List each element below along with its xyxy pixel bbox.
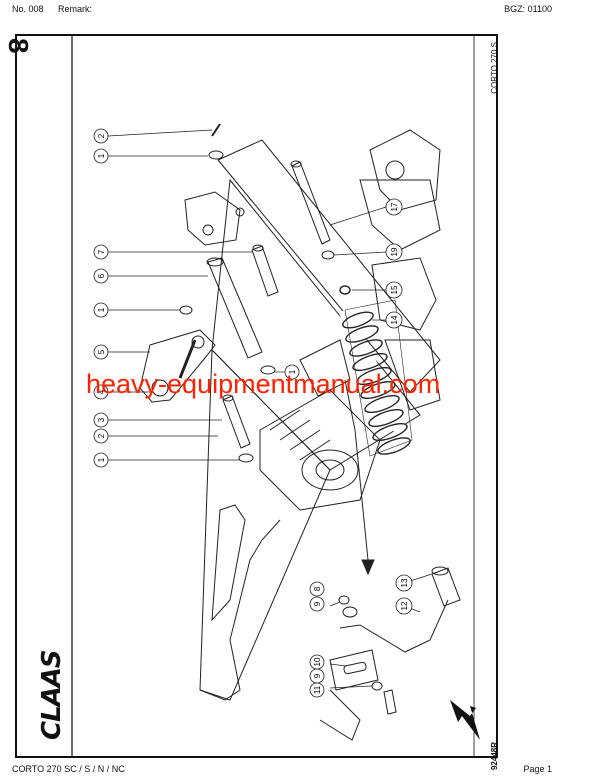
callout-label: 6 xyxy=(97,273,106,278)
watermark: heavy-equipmentmanual.com xyxy=(86,369,441,399)
claas-logo: CLAAS xyxy=(36,634,67,742)
callout-label: 7 xyxy=(97,249,106,254)
callout-bubble: 12 xyxy=(395,597,413,615)
callout-bubble: 8 xyxy=(309,581,325,597)
callout-bubble: 1 xyxy=(93,148,109,164)
lower-parts-drawing xyxy=(319,566,461,741)
callout-label: 4 xyxy=(97,389,106,394)
callout-bubble: 7 xyxy=(93,244,109,260)
document-number: No. 008 xyxy=(12,4,44,14)
callouts-left: 2 1 7 6 1 5 4 3 2 1 xyxy=(93,128,109,468)
callout-label: 2 xyxy=(97,133,106,138)
callout-label: 12 xyxy=(400,601,409,610)
callout-label: 9 xyxy=(313,601,322,606)
callout-bubble: 13 xyxy=(395,574,413,592)
callout-label: 1 xyxy=(97,153,106,158)
callout-bubble: 9 xyxy=(309,596,325,612)
callout-bubble: 4 xyxy=(93,384,109,400)
callout-label: 11 xyxy=(313,685,322,694)
callout-label: 1 xyxy=(97,457,106,462)
callout-bubble: 2 xyxy=(93,428,109,444)
callouts-right: 17 19 15 14 1 xyxy=(284,198,403,380)
callout-bubble: 19 xyxy=(385,243,403,261)
callout-label: 10 xyxy=(313,657,322,666)
callout-label: 2 xyxy=(97,433,106,438)
callout-bubble: 2 xyxy=(93,128,109,144)
callout-bubble: 1 xyxy=(93,302,109,318)
callout-bubble: 11 xyxy=(309,682,325,698)
callout-label: 3 xyxy=(97,417,106,422)
footer-page: Page 1 xyxy=(523,764,552,774)
logo-lettering: CLAAS xyxy=(37,650,67,740)
callout-label: 5 xyxy=(97,349,106,354)
direction-arrow-icon xyxy=(450,700,480,740)
callout-label: 9 xyxy=(313,673,322,678)
assembly-arrow xyxy=(344,379,375,576)
callout-bubble: 1 xyxy=(284,364,300,380)
callout-label: 1 xyxy=(288,369,297,374)
leader-lines xyxy=(107,129,433,689)
callout-label: 8 xyxy=(313,586,322,591)
callout-label: 14 xyxy=(390,315,399,324)
callout-label: 19 xyxy=(390,247,399,256)
callout-bubble: 17 xyxy=(385,198,403,216)
callout-bubble: 1 xyxy=(93,452,109,468)
callout-bubble: 15 xyxy=(385,281,403,299)
callout-bubble: 6 xyxy=(93,268,109,284)
callouts-bottom: 9 8 10 9 11 12 13 xyxy=(309,574,413,698)
chassis-drawing xyxy=(139,123,441,701)
drawing-frame xyxy=(15,34,498,758)
callout-label: 17 xyxy=(390,202,399,211)
bgz-code: BGZ: 01100 xyxy=(504,4,552,14)
footer-model: CORTO 270 SC / S / N / NC xyxy=(12,764,125,774)
callout-label: 13 xyxy=(400,578,409,587)
callout-bubble: 9 xyxy=(309,668,325,684)
callout-label: 1 xyxy=(97,307,106,312)
callout-bubble: 5 xyxy=(93,344,109,360)
callout-label: 15 xyxy=(390,285,399,294)
callout-bubble: 14 xyxy=(385,311,403,329)
remark-label: Remark: xyxy=(58,4,93,14)
callout-bubble: 10 xyxy=(309,654,325,670)
callout-bubble: 3 xyxy=(93,412,109,428)
spring-coils xyxy=(339,285,411,455)
